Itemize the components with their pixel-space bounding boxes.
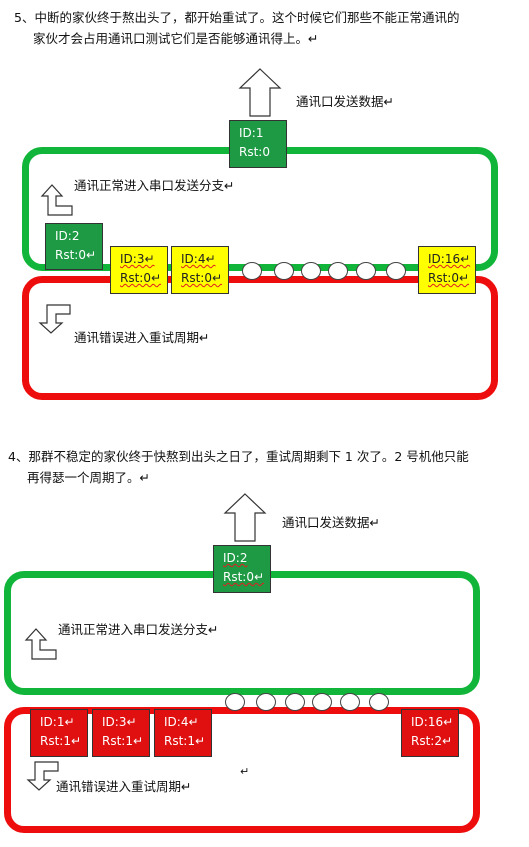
queue-slot: [312, 693, 332, 711]
error-retry-loop: [22, 276, 498, 400]
queue-slot: [340, 693, 360, 711]
node-rst: Rst:0↵: [428, 271, 470, 285]
node-id: ID:2: [55, 229, 80, 243]
node-id: ID:1↵: [40, 715, 75, 729]
queue-slot: [386, 262, 406, 280]
error-branch-label: 通讯错误进入重试周期↵: [74, 330, 210, 345]
paragraph-line-2: 家伙才会占用通讯口测试它们是否能够通讯得上。↵: [33, 31, 319, 46]
node-id: ID:4↵: [181, 252, 216, 266]
error-branch-arrow-icon: [38, 304, 71, 334]
normal-branch-arrow-icon: [40, 184, 73, 216]
sending-node: ID:2 Rst:0↵: [213, 545, 271, 593]
green-node: ID:2 Rst:0↵: [45, 223, 103, 270]
queue-slot: [301, 262, 321, 280]
queue-node: ID:16↵ Rst:0↵: [418, 246, 476, 294]
paragraph-line-2: 再得瑟一个周期了。↵: [27, 470, 150, 485]
normal-branch-arrow-icon: [24, 628, 57, 660]
paragraph-line-1: 4、那群不稳定的家伙终于快熬到出头之日了，重试周期剩下 1 次了。2 号机他只能: [8, 449, 469, 464]
queue-node: ID:3↵ Rst:1↵: [92, 709, 150, 757]
send-up-arrow-icon: [238, 68, 282, 117]
error-branch-label: 通讯错误进入重试周期↵: [56, 779, 192, 794]
node-rst: Rst:0: [239, 145, 270, 159]
send-data-label: 通讯口发送数据↵: [292, 93, 398, 111]
node-rst: Rst:1↵: [164, 734, 206, 748]
queue-slot: [225, 693, 245, 711]
queue-node: ID:16↵ Rst:2↵: [401, 709, 459, 757]
node-id: ID:16↵: [411, 715, 454, 729]
node-id: ID:3↵: [102, 715, 137, 729]
node-id: ID:16↵: [428, 252, 471, 266]
normal-branch-label: 通讯正常进入串口发送分支↵: [74, 178, 235, 193]
queue-node: ID:4↵ Rst:1↵: [154, 709, 212, 757]
queue-node: ID:1↵ Rst:1↵: [30, 709, 88, 757]
paragraph-line-1: 5、中断的家伙终于熬出头了，都开始重试了。这个时候它们那些不能正常通讯的: [14, 10, 460, 25]
queue-slot: [256, 693, 276, 711]
error-branch-arrow-icon: [26, 761, 59, 791]
queue-slot: [328, 262, 348, 280]
section-4-paragraph: 4、那群不稳定的家伙终于快熬到出头之日了，重试周期剩下 1 次了。2 号机他只能…: [8, 446, 469, 488]
stray-paragraph-mark: ↵: [240, 765, 250, 778]
queue-slot: [242, 262, 262, 280]
queue-node: ID:3↵ Rst:0↵: [110, 246, 168, 294]
node-rst: Rst:0↵: [181, 271, 223, 285]
node-rst: Rst:2↵: [411, 734, 453, 748]
normal-branch-label: 通讯正常进入串口发送分支↵: [58, 622, 219, 637]
section-5-paragraph: 5、中断的家伙终于熬出头了，都开始重试了。这个时候它们那些不能正常通讯的 家伙才…: [14, 7, 459, 49]
send-up-arrow-icon: [223, 493, 267, 542]
sending-node: ID:1 Rst:0: [229, 120, 287, 168]
queue-node: ID:4↵ Rst:0↵: [171, 246, 229, 294]
node-rst: Rst:0↵: [120, 271, 162, 285]
queue-slot: [356, 262, 376, 280]
node-rst: Rst:1↵: [40, 734, 82, 748]
queue-slot: [369, 693, 389, 711]
queue-slot: [285, 693, 305, 711]
node-id: ID:2: [223, 551, 248, 565]
node-rst: Rst:1↵: [102, 734, 144, 748]
node-id: ID:4↵: [164, 715, 199, 729]
node-id: ID:3↵: [120, 252, 155, 266]
node-rst: Rst:0↵: [223, 570, 265, 584]
node-rst: Rst:0↵: [55, 248, 97, 262]
queue-slot: [274, 262, 294, 280]
node-id: ID:1: [239, 126, 264, 140]
send-data-label: 通讯口发送数据↵: [278, 514, 384, 532]
